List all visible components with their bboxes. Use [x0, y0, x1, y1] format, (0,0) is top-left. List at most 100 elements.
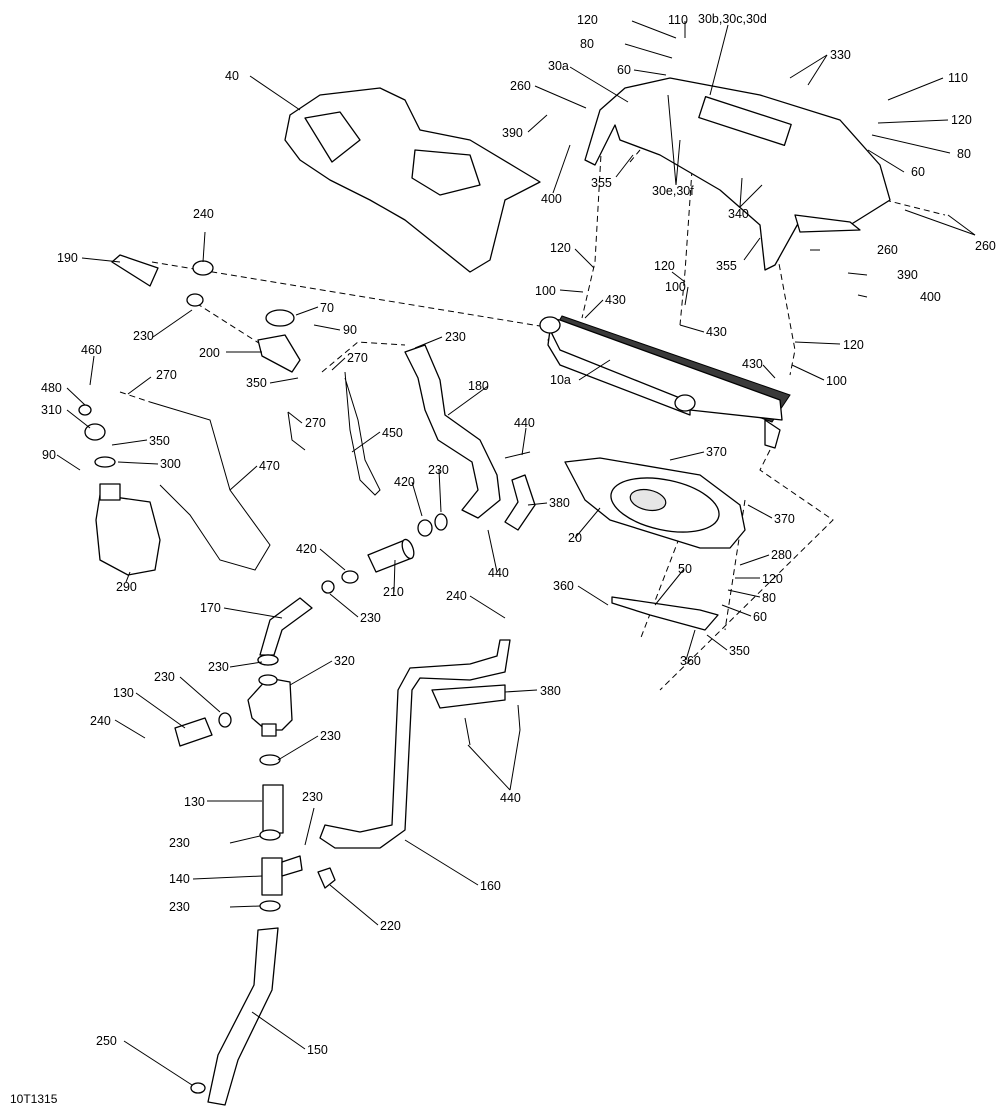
callout-label: 170	[200, 601, 221, 615]
callout-label: 380	[540, 684, 561, 698]
callout-label: 230	[169, 900, 190, 914]
callout-label: 350	[246, 376, 267, 390]
callout-label: 90	[343, 323, 357, 337]
callout-label: 30e,30f	[652, 184, 694, 198]
callout-label: 180	[468, 379, 489, 393]
callout-label: 110	[948, 71, 968, 85]
callout-label: 240	[446, 589, 467, 603]
figure-code: 10T1315	[10, 1092, 58, 1106]
long-pipe	[319, 639, 511, 849]
callout-label: 350	[729, 644, 750, 658]
leader-lines	[56, 20, 976, 1086]
thermostat-housing	[247, 677, 293, 731]
callout-label: 80	[957, 147, 971, 161]
callout-label: 150	[307, 1043, 328, 1057]
radiator-bracket	[584, 77, 891, 271]
callout-label: 20	[568, 531, 582, 545]
upper-hose	[404, 344, 501, 519]
callout-label: 230	[208, 660, 229, 674]
callout-label: 230	[302, 790, 323, 804]
callout-label: 230	[360, 611, 381, 625]
callout-label: 390	[897, 268, 918, 282]
callout-label: 240	[193, 207, 214, 221]
callout-label: 460	[81, 343, 102, 357]
callout-label: 430	[706, 325, 727, 339]
callout-label: 230	[169, 836, 190, 850]
callout-label: 140	[169, 872, 190, 886]
callout-label: 290	[116, 580, 137, 594]
callout-label: 430	[605, 293, 626, 307]
parts	[78, 77, 891, 1106]
callout-label: 310	[41, 403, 62, 417]
callout-label: 360	[680, 654, 701, 668]
callout-label: 100	[665, 280, 686, 294]
callout-label: 470	[259, 459, 280, 473]
callout-label: 390	[502, 126, 523, 140]
callout-label: 330	[830, 48, 851, 62]
callout-label: 190	[57, 251, 78, 265]
callout-label: 30b,30c,30d	[698, 12, 767, 26]
callout-label: 100	[826, 374, 847, 388]
callout-label: 280	[771, 548, 792, 562]
callout-label: 120	[550, 241, 571, 255]
callout-label: 430	[742, 357, 763, 371]
callout-label: 120	[951, 113, 972, 127]
callout-label: 60	[753, 610, 767, 624]
callout-label: 440	[514, 416, 535, 430]
callout-label: 50	[678, 562, 692, 576]
callout-label: 60	[911, 165, 925, 179]
callout-label: 400	[920, 290, 941, 304]
callout-label: 130	[113, 686, 134, 700]
callout-label: 10a	[550, 373, 571, 387]
callout-label: 240	[90, 714, 111, 728]
callout-label: 480	[41, 381, 62, 395]
callout-label: 270	[305, 416, 326, 430]
callout-label: 210	[383, 585, 404, 599]
callout-label: 370	[706, 445, 727, 459]
callout-label: 420	[296, 542, 317, 556]
callout-label: 270	[347, 351, 368, 365]
callout-label: 340	[728, 207, 749, 221]
callout-label: 450	[382, 426, 403, 440]
callout-label: 355	[591, 176, 612, 190]
callout-label: 355	[716, 259, 737, 273]
callout-label: 90	[42, 448, 56, 462]
callout-label: 230	[154, 670, 175, 684]
callout-label: 120	[762, 572, 783, 586]
callout-label: 200	[199, 346, 220, 360]
callout-label: 230	[320, 729, 341, 743]
callout-label: 120	[654, 259, 675, 273]
callout-label: 260	[975, 239, 996, 253]
callout-label: 440	[500, 791, 521, 805]
coolant-reservoir	[95, 494, 161, 576]
callout-label: 120	[843, 338, 864, 352]
callout-label: 260	[877, 243, 898, 257]
callout-label: 60	[617, 63, 631, 77]
callout-label: 80	[762, 591, 776, 605]
callout-label: 380	[549, 496, 570, 510]
callout-label: 40	[225, 69, 239, 83]
callout-label: 400	[541, 192, 562, 206]
callout-label: 350	[149, 434, 170, 448]
callout-label: 320	[334, 654, 355, 668]
callout-label: 130	[184, 795, 205, 809]
callout-label: 300	[160, 457, 181, 471]
callout-label: 250	[96, 1034, 117, 1048]
callout-label: 120	[577, 13, 598, 27]
callout-label: 230	[428, 463, 449, 477]
callout-label: 100	[535, 284, 556, 298]
callout-labels: 120 110 30b,30c,30d 80 330 30a 60 40 260…	[41, 12, 996, 1057]
callout-label: 160	[480, 879, 501, 893]
callout-label: 260	[510, 79, 531, 93]
callout-label: 70	[320, 301, 334, 315]
callout-label: 110	[668, 13, 688, 27]
callout-label: 360	[553, 579, 574, 593]
callout-label: 270	[156, 368, 177, 382]
callout-label: 370	[774, 512, 795, 526]
callout-label: 30a	[548, 59, 569, 73]
callout-label: 230	[445, 330, 466, 344]
callout-label: 230	[133, 329, 154, 343]
callout-label: 220	[380, 919, 401, 933]
callout-label: 420	[394, 475, 415, 489]
